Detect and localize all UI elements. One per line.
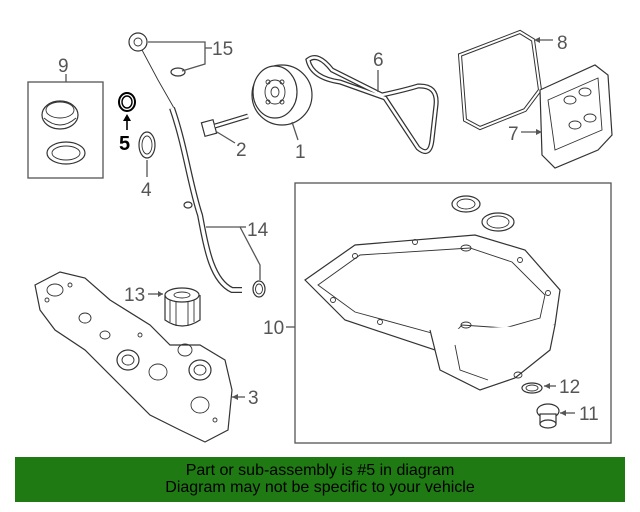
callout-4: 4 xyxy=(141,180,152,201)
callout-13: 13 xyxy=(124,285,145,306)
callout-11: 11 xyxy=(579,404,599,425)
part-8-cover-gasket xyxy=(457,29,553,131)
part-1-crank-pulley xyxy=(251,64,313,141)
banner-line-2: Diagram may not be specific to your vehi… xyxy=(165,479,475,496)
part-5-o-ring xyxy=(118,92,136,130)
callout-12: 12 xyxy=(559,377,580,398)
info-banner: Part or sub-assembly is #5 in diagram Di… xyxy=(15,457,625,502)
callout-3: 3 xyxy=(248,388,259,409)
banner-line-1: Part or sub-assembly is #5 in diagram xyxy=(185,462,455,479)
part-11-drain-plug xyxy=(536,403,575,429)
part-14-guide-tube xyxy=(169,107,266,298)
callout-5: 5 xyxy=(119,133,130,155)
callout-15: 15 xyxy=(212,39,233,60)
part-7-valve-cover xyxy=(521,64,613,169)
part-10-oil-pan xyxy=(286,182,612,444)
callout-6: 6 xyxy=(373,50,384,71)
callout-1: 1 xyxy=(295,142,306,163)
callout-2: 2 xyxy=(236,140,247,161)
part-13-oil-filter xyxy=(148,287,201,327)
part-6-drive-belt xyxy=(305,55,439,155)
callout-7: 7 xyxy=(508,124,519,145)
callout-10: 10 xyxy=(263,318,284,339)
part-15-dipstick xyxy=(128,32,212,109)
part-9-oil-filler-cap xyxy=(27,74,104,179)
part-4-gasket xyxy=(138,131,156,177)
callout-14: 14 xyxy=(247,220,269,241)
callout-9: 9 xyxy=(58,56,69,77)
parts-diagram: 9 5 4 15 2 1 6 8 7 14 13 10 3 12 11 xyxy=(27,29,613,444)
part-12-drain-gasket xyxy=(521,382,556,394)
part-2-bolt xyxy=(200,113,249,144)
callout-8: 8 xyxy=(557,33,568,54)
part-3-engine-housing xyxy=(34,271,245,443)
